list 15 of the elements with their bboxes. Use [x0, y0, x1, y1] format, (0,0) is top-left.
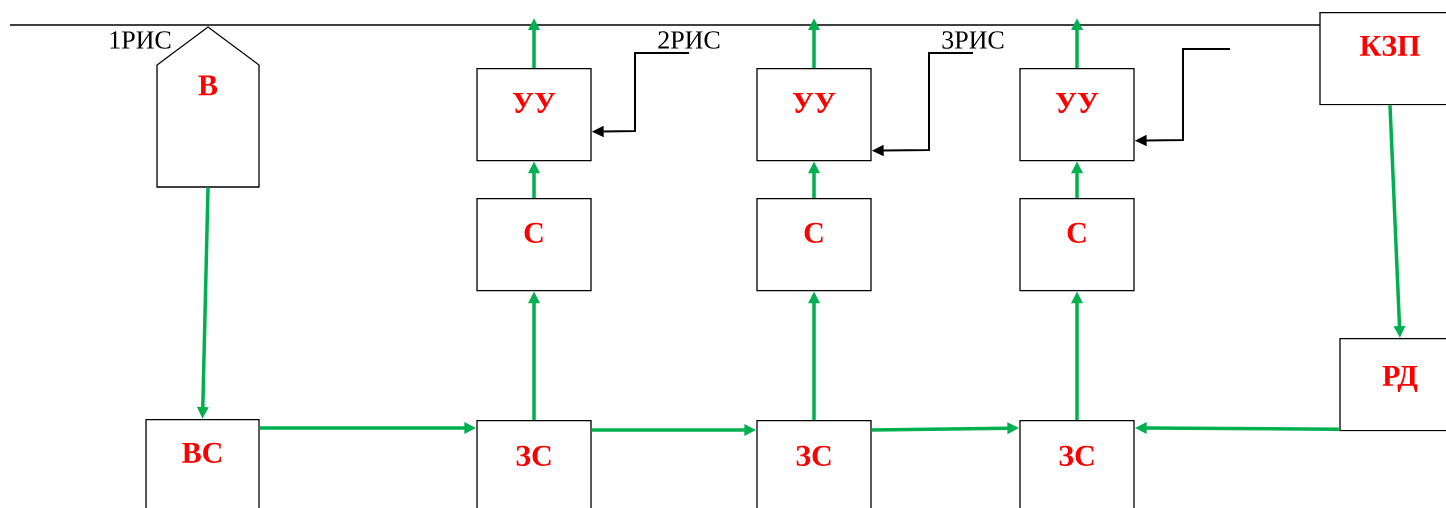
signal-label: 1РИС	[110, 31, 171, 49]
process-box: КЗП	[1319, 12, 1446, 106]
process-box: С	[756, 198, 872, 292]
process-box: УУ	[756, 68, 872, 162]
process-box: ВС	[145, 419, 260, 508]
signal-label: 3РИС	[942, 31, 1004, 49]
process-box: С	[476, 198, 592, 292]
process-box: ЗС	[1019, 420, 1135, 508]
process-box: УУ	[1019, 68, 1135, 162]
process-box: РД	[1339, 338, 1446, 432]
process-box: УУ	[476, 68, 592, 162]
process-box: ЗС	[476, 420, 592, 508]
process-box: ЗС	[756, 420, 872, 508]
signal-label: 2РИС	[658, 31, 720, 49]
process-box: С	[1019, 198, 1135, 292]
